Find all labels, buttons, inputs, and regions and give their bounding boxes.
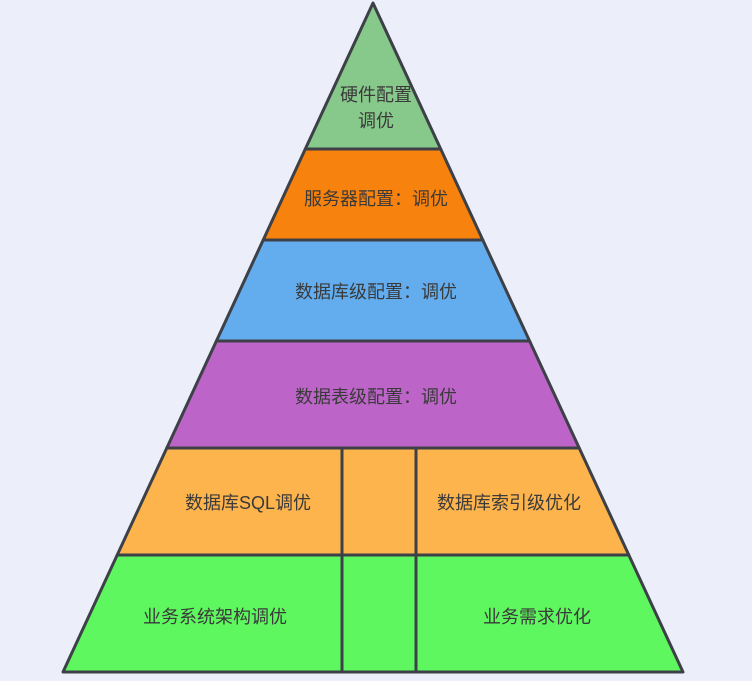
level-1-label-line-1: 硬件配置 [340, 85, 412, 105]
level-2-label: 服务器配置：调优 [304, 189, 448, 209]
level-6-left-label: 业务系统架构调优 [143, 607, 287, 627]
pyramid-level-6-middle-spacer [340, 553, 418, 674]
pyramid-level-1-hardware-config [303, 1, 443, 151]
level-4-label: 数据表级配置：调优 [295, 387, 457, 407]
level-1-label-line-2: 调优 [358, 111, 394, 131]
level-5-right-label: 数据库索引级优化 [437, 493, 581, 513]
level-5-left-label: 数据库SQL调优 [185, 493, 311, 513]
level-3-label: 数据库级配置：调优 [295, 282, 457, 302]
pyramid-level-5-middle-spacer [340, 446, 418, 557]
level-6-right-label: 业务需求优化 [483, 607, 591, 627]
